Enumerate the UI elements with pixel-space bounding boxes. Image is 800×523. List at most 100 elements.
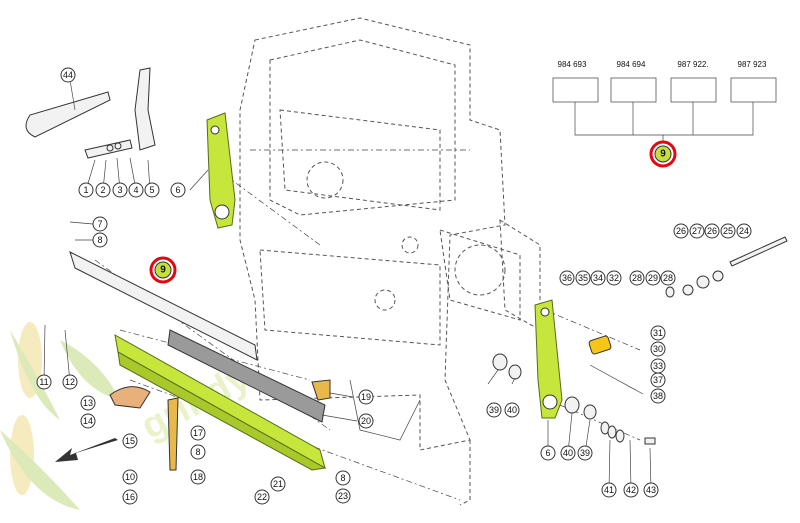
svg-text:31: 31	[653, 328, 663, 338]
svg-text:10: 10	[125, 472, 135, 482]
pin-part	[167, 397, 179, 471]
svg-text:39: 39	[580, 448, 590, 458]
svg-text:5: 5	[149, 185, 154, 195]
callout-8-b[interactable]: 8	[190, 444, 206, 460]
svg-text:2: 2	[100, 185, 105, 195]
callout-34[interactable]: 34	[590, 270, 606, 286]
svg-text:40: 40	[563, 448, 573, 458]
callout-37[interactable]: 37	[650, 372, 666, 388]
svg-text:40: 40	[507, 405, 517, 415]
svg-text:42: 42	[626, 485, 636, 495]
svg-text:25: 25	[723, 226, 733, 236]
svg-text:30: 30	[653, 344, 663, 354]
svg-text:35: 35	[578, 273, 588, 283]
callout-42[interactable]: 42	[623, 482, 639, 498]
callout-19[interactable]: 19	[358, 389, 374, 405]
callout-41[interactable]: 41	[601, 482, 617, 498]
callout-26-a[interactable]: 26	[673, 223, 689, 239]
callout-35[interactable]: 35	[575, 270, 591, 286]
variant-part-4: 987 923	[738, 60, 767, 69]
callout-32[interactable]: 32	[606, 270, 622, 286]
svg-text:27: 27	[692, 226, 702, 236]
left-arm-part	[206, 112, 236, 229]
direction-arrow-icon	[55, 438, 118, 462]
callout-25[interactable]: 25	[720, 223, 736, 239]
callout-33[interactable]: 33	[650, 358, 666, 374]
svg-text:18: 18	[193, 472, 203, 482]
callout-28-a[interactable]: 28	[629, 270, 645, 286]
callout-11[interactable]: 11	[36, 374, 52, 390]
svg-text:16: 16	[125, 492, 135, 502]
callout-27[interactable]: 27	[689, 223, 705, 239]
svg-text:8: 8	[340, 473, 345, 483]
callout-10[interactable]: 10	[122, 469, 138, 485]
callout-39-b[interactable]: 39	[577, 445, 593, 461]
callout-36[interactable]: 36	[559, 270, 575, 286]
callout-18[interactable]: 18	[190, 469, 206, 485]
callout-6-right[interactable]: 6	[540, 445, 556, 461]
callout-24[interactable]: 24	[736, 223, 752, 239]
svg-text:7: 7	[97, 219, 102, 229]
callout-30[interactable]: 30	[650, 341, 666, 357]
callout-4[interactable]: 4	[128, 182, 144, 198]
callout-9-top-highlight[interactable]: 9	[649, 140, 677, 168]
block-part	[311, 379, 331, 401]
svg-text:4: 4	[133, 185, 138, 195]
svg-text:39: 39	[489, 405, 499, 415]
callout-13[interactable]: 13	[80, 395, 96, 411]
callout-40-a[interactable]: 40	[504, 402, 520, 418]
callout-31[interactable]: 31	[650, 325, 666, 341]
svg-text:6: 6	[175, 185, 180, 195]
svg-text:19: 19	[361, 392, 371, 402]
corn-watermark-graphic	[0, 322, 120, 510]
green-beam-part	[114, 334, 327, 471]
variant-box: 984 693 984 694 987 922. 987 923	[552, 60, 777, 143]
callout-1[interactable]: 1	[78, 182, 94, 198]
svg-text:34: 34	[593, 273, 603, 283]
callout-20[interactable]: 20	[358, 413, 374, 429]
svg-text:22: 22	[257, 492, 267, 502]
svg-text:11: 11	[39, 377, 48, 387]
variant-part-1: 984 693	[558, 60, 587, 69]
svg-text:13: 13	[83, 398, 93, 408]
callout-43[interactable]: 43	[643, 482, 659, 498]
frame-outline	[239, 17, 541, 506]
svg-text:37: 37	[653, 375, 663, 385]
callout-29[interactable]: 29	[645, 270, 661, 286]
callout-21[interactable]: 21	[270, 476, 286, 492]
callout-14[interactable]: 14	[80, 413, 96, 429]
svg-text:33: 33	[653, 361, 663, 371]
svg-text:8: 8	[97, 235, 102, 245]
callout-9-bar-highlight[interactable]: 9	[149, 256, 177, 284]
wrench-part	[25, 79, 111, 138]
callout-39-a[interactable]: 39	[486, 402, 502, 418]
callout-2[interactable]: 2	[95, 182, 111, 198]
svg-text:24: 24	[739, 226, 749, 236]
bushing-part	[588, 335, 612, 355]
washer-stack	[492, 236, 788, 445]
callout-17[interactable]: 17	[190, 425, 206, 441]
svg-text:26: 26	[707, 226, 717, 236]
callout-40-b[interactable]: 40	[560, 445, 576, 461]
callout-16[interactable]: 16	[122, 489, 138, 505]
svg-text:29: 29	[648, 273, 658, 283]
svg-text:6: 6	[545, 448, 550, 458]
callout-8-a[interactable]: 8	[92, 232, 108, 248]
callout-7[interactable]: 7	[92, 216, 108, 232]
callout-5[interactable]: 5	[144, 182, 160, 198]
callout-6-left[interactable]: 6	[170, 182, 186, 198]
callout-38[interactable]: 38	[650, 388, 666, 404]
callout-22[interactable]: 22	[254, 489, 270, 505]
cam-part	[109, 386, 151, 409]
callout-8-c[interactable]: 8	[335, 470, 351, 486]
callout-15[interactable]: 15	[122, 433, 138, 449]
plate-part	[167, 329, 326, 423]
callout-3[interactable]: 3	[112, 182, 128, 198]
svg-text:43: 43	[646, 485, 656, 495]
callout-12[interactable]: 12	[62, 374, 78, 390]
callout-44[interactable]: 44	[60, 67, 76, 83]
callout-28-b[interactable]: 28	[660, 270, 676, 286]
callout-23[interactable]: 23	[335, 488, 351, 504]
callout-26-b[interactable]: 26	[704, 223, 720, 239]
